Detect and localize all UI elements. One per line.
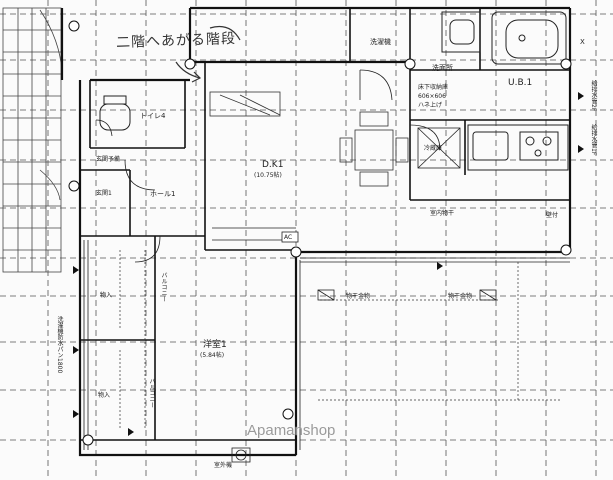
underfloor-storage-label: 床下収納庫 <box>418 84 449 91</box>
bathtub <box>491 11 567 65</box>
window-marker <box>578 92 584 100</box>
toilet-label: トイレ4 <box>140 112 166 120</box>
dining-set <box>209 91 409 187</box>
washroom-label: 洗面所 <box>432 64 453 72</box>
hall-label: ホール1 <box>150 190 176 198</box>
washbasin <box>441 11 481 53</box>
balcony-1-label: バルコニー <box>160 272 167 302</box>
drying-hardware-2-label: 物干金物 <box>448 293 473 300</box>
stair-hatch <box>2 7 63 273</box>
window-marker <box>578 145 584 153</box>
closet-1-label: 物入 <box>100 292 113 299</box>
right-note-bottom-label: 給排水管1F <box>590 124 597 156</box>
outdoor-unit-box <box>231 447 251 463</box>
watermark-logo: Apamanshop <box>247 422 336 439</box>
outdoor-unit-label: 室外機 <box>214 462 233 469</box>
handwritten-note: 二階へあがる階段 <box>115 30 237 52</box>
underfloor-size-label: 606×606 <box>418 93 446 100</box>
ac-label: AC <box>284 234 293 241</box>
drying-hardware <box>317 289 497 301</box>
toilet-fixture <box>99 95 131 131</box>
window-marker <box>73 346 79 354</box>
entrance-storage-label: 玄関予備 <box>96 156 121 163</box>
ac-unit <box>281 231 299 243</box>
kitchen-wall-label: 壁付 <box>546 212 559 219</box>
balcony-2-label: バルコニー <box>148 378 155 408</box>
window-frames <box>83 227 570 450</box>
entrance-label: 玄関1 <box>96 190 112 197</box>
kitchen-counter <box>467 124 569 171</box>
dk-size-label: (10.75帖) <box>254 172 282 179</box>
western-room-size-label: (5.84帖) <box>200 352 225 359</box>
top-right-mark: X <box>580 38 585 46</box>
inner-walls <box>80 8 570 441</box>
window-marker <box>437 262 443 270</box>
door-swings <box>95 69 441 263</box>
window-marker <box>73 266 79 274</box>
laundry-machine-label: 洗濯機 <box>370 38 391 46</box>
ub-label: U.B.1 <box>508 78 533 88</box>
refrigerator-box <box>417 127 461 169</box>
closet-dash <box>119 250 560 430</box>
window-marker <box>73 410 79 418</box>
column-markers <box>68 20 572 446</box>
closet-2-label: 物入 <box>98 392 111 399</box>
window-note-label: 洗濯機防水パン1800 <box>56 316 63 374</box>
dk-label: D.K1 <box>262 160 284 170</box>
western-room-label: 洋室1 <box>203 340 227 350</box>
right-note-top-label: 給排水管2F <box>590 80 597 112</box>
stairs-arrow <box>175 25 241 83</box>
drying-hardware-1-label: 物干金物 <box>346 293 371 300</box>
refrigerator-label: 冷蔵庫 <box>424 145 443 152</box>
outer-walls <box>60 6 572 457</box>
underfloor-note-label: ハネ上げ <box>418 102 443 109</box>
window-marker <box>128 428 134 436</box>
indoor-drying-label: 室内物干 <box>430 210 455 217</box>
